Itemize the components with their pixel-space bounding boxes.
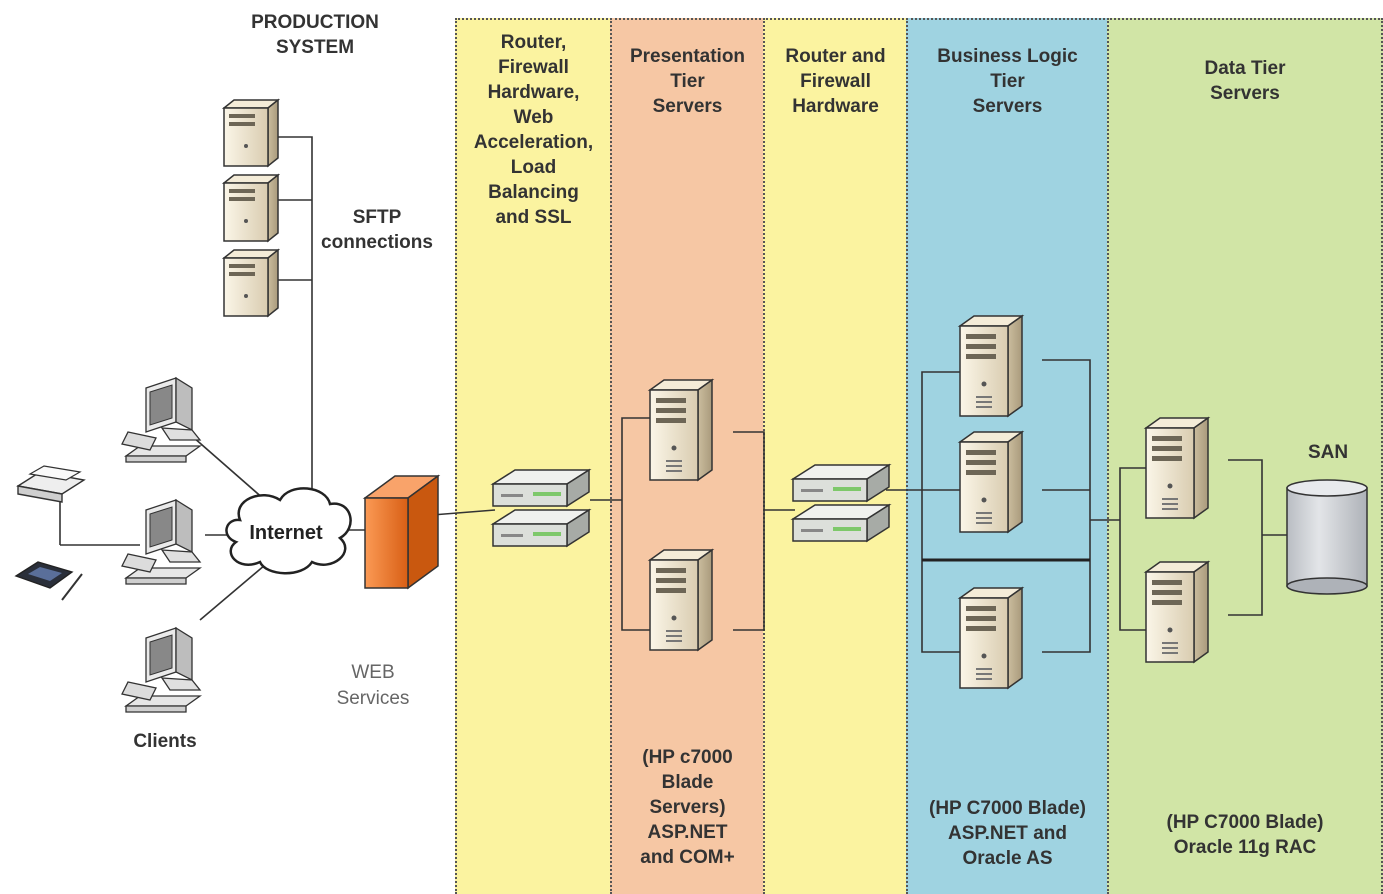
- signature-pad-icon: [14, 561, 83, 601]
- business-logic-tier-footer: (HP C7000 Blade) ASP.NET and Oracle AS: [929, 798, 1086, 869]
- client-computer-2-icon: [121, 499, 201, 585]
- production-server-2-icon: [223, 174, 279, 242]
- presentation-tier-footer: (HP c7000 Blade Servers) ASP.NET and COM…: [640, 747, 735, 868]
- san-storage-icon: [1286, 479, 1368, 595]
- router-2a-icon: [792, 464, 890, 502]
- router-2b-icon: [792, 504, 890, 542]
- internet-label: Internet: [249, 522, 323, 544]
- presentation-tier-title: Presentation Tier Servers: [629, 46, 746, 117]
- data-server-2-icon: [1145, 561, 1209, 663]
- data-tier-title: Data Tier Servers: [1204, 58, 1286, 104]
- router-firewall-2-title: Router and Firewall Hardware: [785, 46, 886, 117]
- data-tier-footer: (HP C7000 Blade) Oracle 11g RAC: [1166, 812, 1324, 858]
- firewall-icon: [362, 474, 441, 590]
- zone-router-firewall-1: [455, 18, 612, 894]
- zone-router-firewall-2: [763, 18, 908, 894]
- business-server-3-icon: [959, 587, 1023, 689]
- business-server-2-icon: [959, 431, 1023, 533]
- router-firewall-1-title: Router, Firewall Hardware, Web Accelerat…: [473, 32, 594, 228]
- router-1a-icon: [492, 469, 590, 507]
- business-logic-tier-title: Business Logic Tier Servers: [937, 46, 1078, 117]
- client-computer-1-icon: [121, 377, 201, 463]
- connection-lines: [59, 136, 1288, 653]
- business-server-1-icon: [959, 315, 1023, 417]
- client-computer-3-icon: [121, 627, 201, 713]
- scanner-icon: [16, 465, 86, 503]
- san-label: SAN: [1307, 442, 1349, 463]
- presentation-server-2-icon: [649, 549, 713, 651]
- data-server-1-icon: [1145, 417, 1209, 519]
- sftp-connections-label: SFTP connections: [321, 207, 433, 253]
- internet-cloud-icon: [225, 487, 352, 575]
- web-services-label: WEB Services: [336, 662, 410, 709]
- router-1b-icon: [492, 509, 590, 547]
- clients-label: Clients: [133, 731, 197, 752]
- production-server-1-icon: [223, 99, 279, 167]
- presentation-server-1-icon: [649, 379, 713, 481]
- production-server-3-icon: [223, 249, 279, 317]
- production-system-label: PRODUCTION SYSTEM: [251, 12, 379, 58]
